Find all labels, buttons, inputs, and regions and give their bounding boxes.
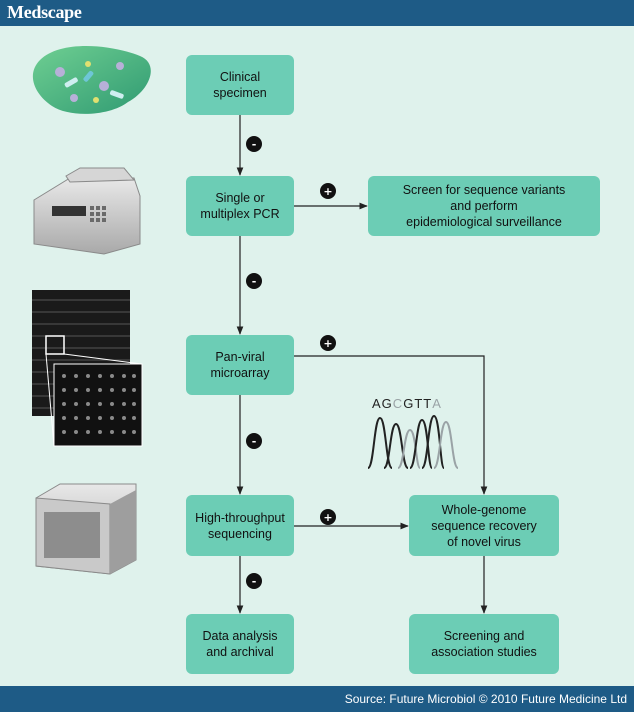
pcr-machine-illustration	[33, 167, 141, 255]
negative-sign-1: -	[246, 136, 262, 152]
svg-text:-: -	[252, 138, 257, 151]
sequence-base-1: G	[381, 396, 393, 411]
sequence-base-2: C	[392, 396, 404, 411]
negative-sign-4: -	[246, 573, 262, 589]
step-screening-association: Screening and association studies	[409, 614, 559, 674]
footer-bar: Source: Future Microbiol © 2010 Future M…	[0, 686, 634, 712]
svg-text:+: +	[323, 185, 332, 198]
chromatogram-illustration	[367, 414, 459, 469]
header-bar: Medscape	[0, 0, 634, 26]
sequence-letters: AGCGTTA	[372, 396, 442, 411]
microarray-illustration	[32, 290, 143, 447]
step-data-analysis: Data analysis and archival	[186, 614, 294, 674]
sequencer-illustration	[35, 483, 137, 575]
sequence-base-4: T	[414, 396, 424, 411]
source-credit: Source: Future Microbiol © 2010 Future M…	[344, 692, 627, 706]
arrow-microarray-to-genome	[294, 355, 488, 495]
negative-sign-3: -	[246, 433, 262, 449]
step-high-throughput-sequencing: High-throughput sequencing	[186, 495, 294, 556]
positive-sign-3: +	[320, 509, 336, 525]
step-clinical-specimen: Clinical specimen	[186, 55, 294, 115]
connectors	[236, 115, 488, 614]
svg-text:-: -	[252, 275, 257, 288]
positive-sign-2: +	[320, 335, 336, 351]
sequence-base-6: A	[432, 396, 442, 411]
step-pcr: Single or multiplex PCR	[186, 176, 294, 236]
sequence-base-3: G	[403, 396, 415, 411]
step-screen-variants: Screen for sequence variants and perform…	[368, 176, 600, 236]
positive-sign-1: +	[320, 183, 336, 199]
sequence-base-5: T	[423, 396, 433, 411]
svg-text:+: +	[323, 337, 332, 350]
medscape-logo: Medscape	[7, 2, 82, 22]
step-whole-genome-recovery: Whole-genome sequence recovery of novel …	[409, 495, 559, 556]
svg-text:+: +	[323, 511, 332, 524]
negative-sign-2: -	[246, 273, 262, 289]
svg-text:-: -	[252, 435, 257, 448]
step-microarray: Pan-viral microarray	[186, 335, 294, 395]
specimen-illustration	[32, 46, 151, 114]
svg-text:-: -	[252, 575, 257, 588]
sequence-base-0: A	[372, 396, 382, 411]
array-spots	[62, 374, 136, 434]
sign-markers: - - - - + + +	[246, 136, 336, 589]
